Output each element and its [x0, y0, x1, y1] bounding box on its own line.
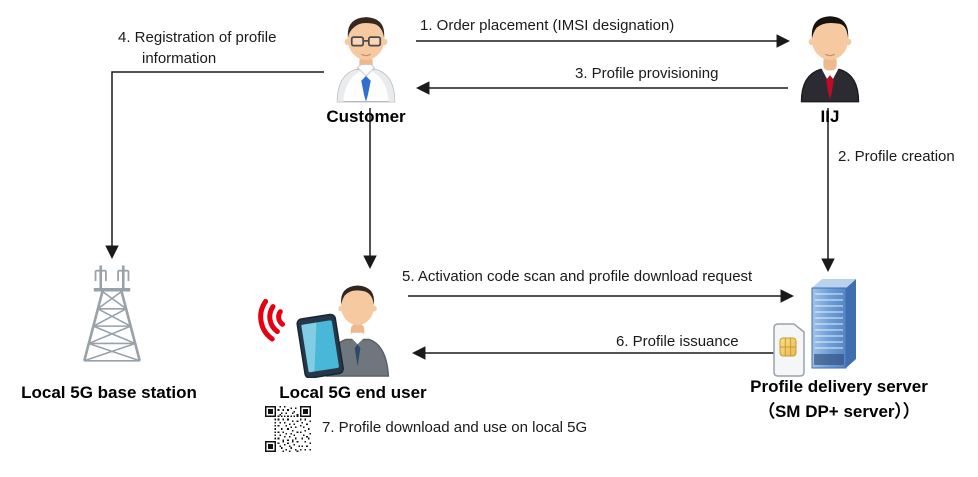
step3-label: 3. Profile provisioning	[575, 65, 719, 82]
end-user-icon	[296, 285, 390, 378]
end-user-device	[296, 313, 344, 378]
step7-label: 7. Profile download and use on local 5G	[322, 419, 588, 436]
step4-label: 4. Registration of profile information	[118, 29, 277, 67]
customer-icon	[336, 17, 396, 103]
iij-label: IIJ	[820, 107, 840, 126]
arrow-step4-registration	[105, 71, 324, 260]
iij-icon	[800, 16, 860, 103]
qr-code-icon	[265, 406, 311, 452]
step6-label: 6. Profile issuance	[616, 333, 739, 350]
base-station-icon	[83, 265, 141, 362]
server-label: Profile delivery server （SM DP+ server））	[726, 377, 952, 422]
sim-card-icon	[773, 323, 805, 377]
step1-label: 1. Order placement (IMSI designation)	[420, 17, 675, 34]
server-icon	[773, 279, 856, 377]
end-user-label: Local 5G end user	[279, 383, 427, 402]
step5-label: 5. Activation code scan and profile down…	[402, 268, 753, 285]
server-label-line1: Profile delivery server	[750, 377, 928, 396]
glasses-icon	[350, 36, 382, 47]
wifi-signal-icon	[258, 298, 286, 342]
customer-label: Customer	[326, 107, 406, 126]
base-station-label: Local 5G base station	[21, 383, 197, 402]
server-label-line2: （SM DP+ server））	[757, 402, 921, 421]
step2-label: 2. Profile creation	[838, 148, 955, 165]
server-tower	[811, 279, 856, 369]
